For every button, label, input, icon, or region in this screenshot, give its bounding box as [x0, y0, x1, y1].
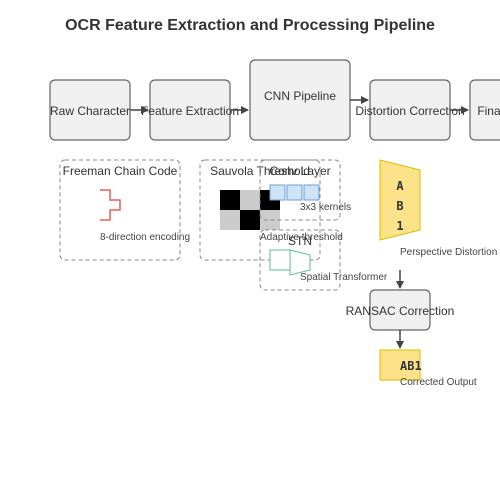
freeman-title: Freeman Chain Code [63, 164, 178, 178]
stage-final-output: Final Output [469, 79, 500, 141]
ransac-label: RANSAC Correction [346, 304, 455, 318]
distorted-char: B [396, 199, 403, 213]
stage-label: Feature Extraction [141, 104, 239, 118]
stn-title: STN [288, 234, 312, 248]
stn-source-grid [269, 249, 291, 271]
stage-label: CNN Pipeline [264, 89, 336, 103]
corrected-output: AB1 Corrected Output [379, 349, 477, 388]
conv-panel: Conv Layer 3x3 kernels [259, 159, 351, 221]
freeman-caption: 8-direction encoding [100, 232, 190, 243]
stage-label: Raw Character [50, 104, 130, 118]
perspective-panel: A B 1 Perspective Distortion [379, 159, 497, 258]
distorted-character-card [379, 159, 421, 241]
kernel [303, 184, 320, 201]
corrected-card [379, 349, 421, 381]
conv-caption: 3x3 kernels [300, 202, 351, 213]
sauvola-caption: Adaptive threshold [260, 232, 343, 243]
stn-caption: Spatial Transformer [300, 272, 388, 283]
chain-code-stroke [100, 189, 121, 221]
kernel [286, 184, 303, 201]
stage-label: Final Output [477, 104, 500, 118]
distorted-char: 1 [396, 219, 403, 233]
stn-panel: STN Spatial Transformer [259, 229, 388, 291]
stage-label: Distortion Correction [355, 104, 464, 118]
kernel [269, 184, 286, 201]
stn-warped-grid [289, 249, 311, 276]
corrected-text: AB1 [400, 359, 422, 373]
freeman-panel: Freeman Chain Code 8-direction encoding [59, 159, 190, 261]
corrected-caption: Corrected Output [400, 377, 477, 388]
stage-raw-character: Raw Character [49, 79, 131, 141]
distorted-char: A [396, 179, 404, 193]
page-title: OCR Feature Extraction and Processing Pi… [65, 17, 435, 34]
ransac-box: RANSAC Correction [346, 289, 455, 331]
stage-feature-extraction: Feature Extraction [141, 79, 239, 141]
stage-cnn-pipeline: CNN Pipeline [249, 59, 351, 141]
stage-distortion-correction: Distortion Correction [355, 79, 465, 141]
sauvola-title: Sauvola Threshold [210, 164, 310, 178]
perspective-caption: Perspective Distortion [400, 247, 497, 258]
conv-title: Conv Layer [269, 164, 330, 178]
